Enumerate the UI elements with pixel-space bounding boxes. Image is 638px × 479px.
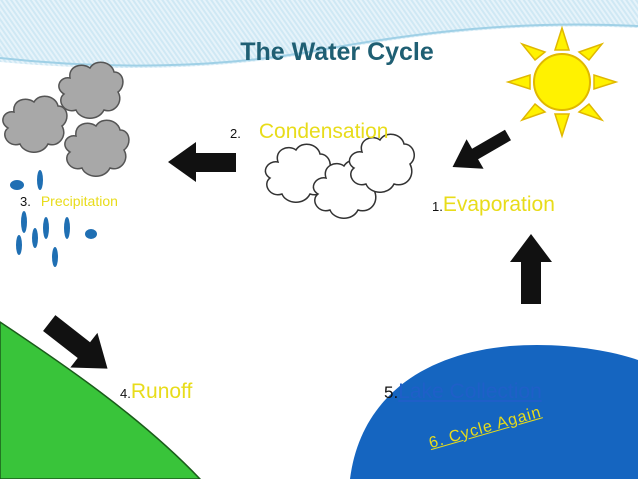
green-hill (0, 321, 202, 479)
step-label: Runoff (130, 380, 193, 403)
sun-icon (505, 25, 619, 139)
cloud-icon (264, 133, 415, 219)
arrow-icon (510, 234, 552, 304)
step-number: 3. (20, 194, 31, 209)
cloud-icon (2, 61, 130, 177)
slide-title: The Water Cycle (240, 38, 434, 66)
sky-stripe-band (0, 0, 638, 68)
raindrop-icon (10, 170, 97, 267)
arrow-icon (452, 129, 511, 169)
step-number: 2. (230, 126, 241, 141)
step-number: 5. (384, 383, 399, 402)
step-evaporation: 1.Evaporation (432, 193, 555, 217)
step-condensation: 2. Condensation (230, 120, 388, 144)
step-label: Precipitation (40, 193, 118, 209)
step-label: Lake Collection (398, 380, 542, 403)
step-number: 4. (120, 386, 131, 401)
lake-water (350, 344, 638, 479)
step-runoff: 4.Runoff (120, 380, 192, 404)
arrow-icon (168, 142, 236, 182)
step-number: 1. (432, 199, 443, 214)
step-precipitation: 3. Precipitation (20, 193, 118, 211)
step-label: Evaporation (442, 193, 555, 216)
step-label: Condensation (258, 120, 389, 143)
step-lake-collection: 5.Lake Collection (384, 380, 542, 404)
arrow-icon (43, 315, 108, 369)
